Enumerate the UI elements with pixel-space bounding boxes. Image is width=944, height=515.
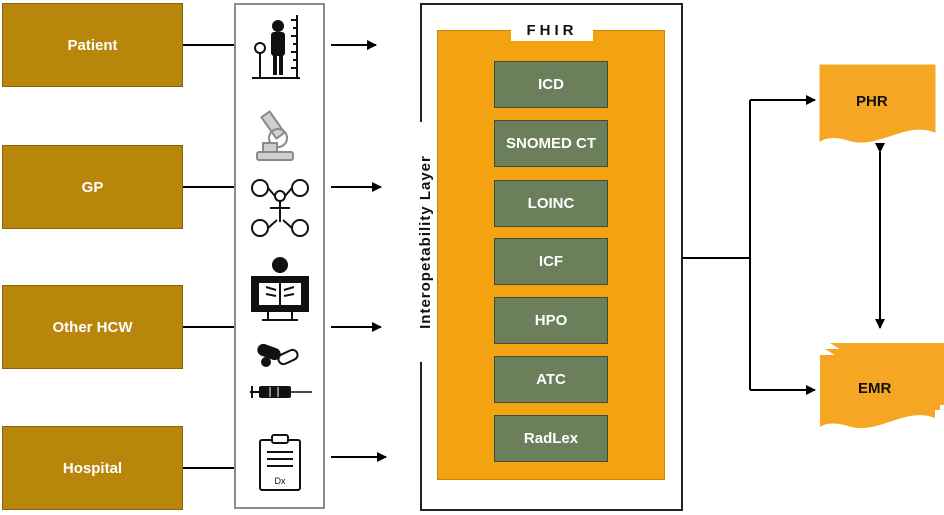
clipboard-report-icon xyxy=(259,434,301,491)
actor-patient: Patient xyxy=(2,3,183,87)
vocab-loinc: LOINC xyxy=(494,180,608,227)
vocab-atc: ATC xyxy=(494,356,608,403)
output-connectors xyxy=(683,95,885,395)
emr-document-icon xyxy=(820,343,944,429)
vocab-snomed-ct: SNOMED CT xyxy=(494,120,608,167)
actor-gp: GP xyxy=(2,145,183,229)
phr-label: PHR xyxy=(856,93,888,110)
actor-other-hcw: Other HCW xyxy=(2,285,183,369)
vocab-icf: ICF xyxy=(494,238,608,285)
icon-panel xyxy=(234,3,325,509)
report-dx-text: Dx xyxy=(275,476,286,486)
phr-document-icon xyxy=(819,64,936,143)
vocab-radlex: RadLex xyxy=(494,415,608,462)
diagnostics-icon xyxy=(251,179,309,237)
syringe-icon xyxy=(250,386,312,398)
patient-height-icon xyxy=(252,15,300,79)
input-arrows xyxy=(331,40,387,462)
fhir-title: FHIR xyxy=(511,19,593,41)
pills-icon xyxy=(257,343,299,367)
interoperability-layer-label: Interopetability Layer xyxy=(413,122,437,362)
emr-label: EMR xyxy=(858,380,892,397)
actor-connectors xyxy=(183,44,234,469)
actor-hospital: Hospital xyxy=(2,426,183,510)
vocab-hpo: HPO xyxy=(494,297,608,344)
xray-icon xyxy=(251,257,309,321)
vocab-icd: ICD xyxy=(494,61,608,108)
microscope-icon xyxy=(256,110,294,161)
